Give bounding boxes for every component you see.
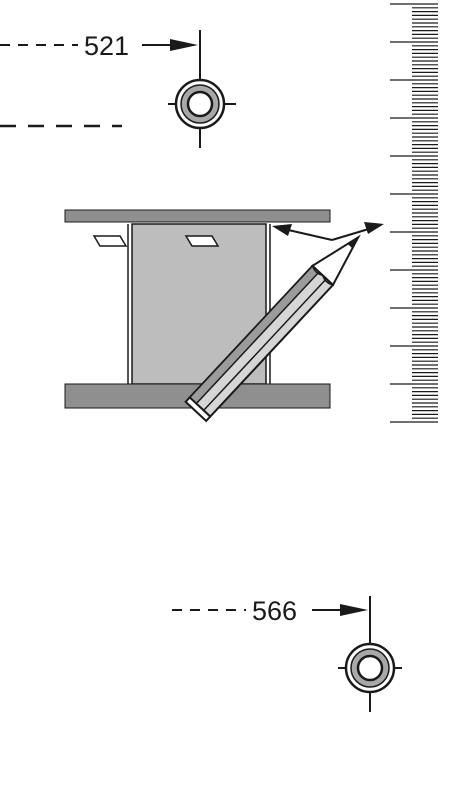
upper-dimension-arrowhead [170, 39, 198, 51]
upper-marker-icon [168, 78, 236, 130]
lower-dimension-label: 566 [252, 596, 297, 626]
left-cabinet-handle-icon [92, 235, 128, 247]
panel-handle-icon [184, 235, 220, 247]
ruler [390, 3, 438, 423]
top-counter [64, 209, 331, 223]
measure-arrow-icon [272, 222, 384, 241]
pencil-icon [184, 234, 361, 423]
lower-marker-icon [338, 642, 402, 694]
upper-dimension-label: 521 [84, 31, 129, 61]
lower-dimension-arrowhead [340, 604, 368, 616]
